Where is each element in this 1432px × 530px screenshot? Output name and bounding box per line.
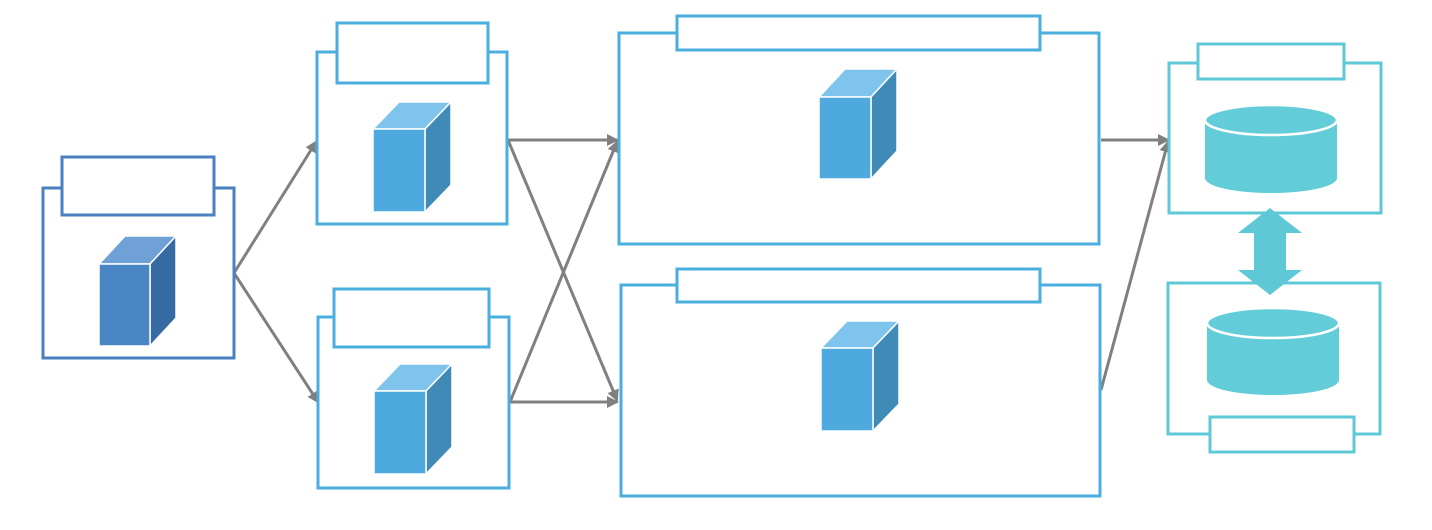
source-node-label-box	[60, 155, 216, 217]
processing-node-top-label-box	[675, 14, 1042, 52]
arrow-processing-bottom-to-database	[1099, 140, 1172, 391]
processing-node-bottom-label-box	[675, 267, 1042, 304]
server-cube-icon	[371, 100, 453, 214]
server-cube-icon	[97, 234, 178, 348]
arrow-source-to-middle-bottom	[232, 272, 320, 404]
middle-node-top-label-box	[335, 21, 490, 85]
server-cube-icon	[817, 67, 899, 181]
database-node-top-label-box	[1196, 42, 1346, 81]
processing-node-bottom	[619, 267, 1102, 498]
database-cylinder-icon	[1203, 103, 1339, 193]
database-node-top	[1167, 42, 1383, 215]
arrow-middle-bottom-to-processing-top	[508, 140, 619, 403]
server-cube-icon	[372, 362, 454, 476]
arrow-middle-top-to-processing-bottom	[506, 139, 619, 402]
arrow-source-to-middle-top	[232, 140, 318, 274]
bidirectional-arrow-icon	[1238, 208, 1302, 295]
source-node	[41, 155, 236, 360]
database-node-bottom	[1166, 281, 1382, 454]
processing-node-top	[617, 14, 1101, 246]
middle-node-top	[315, 21, 509, 226]
middle-node-bottom-label-box	[332, 287, 491, 349]
database-cylinder-icon	[1205, 306, 1341, 395]
server-cube-icon	[819, 319, 901, 433]
database-node-bottom-label-box	[1208, 415, 1356, 454]
middle-node-bottom	[316, 287, 511, 490]
connection-arrows	[232, 134, 1172, 408]
